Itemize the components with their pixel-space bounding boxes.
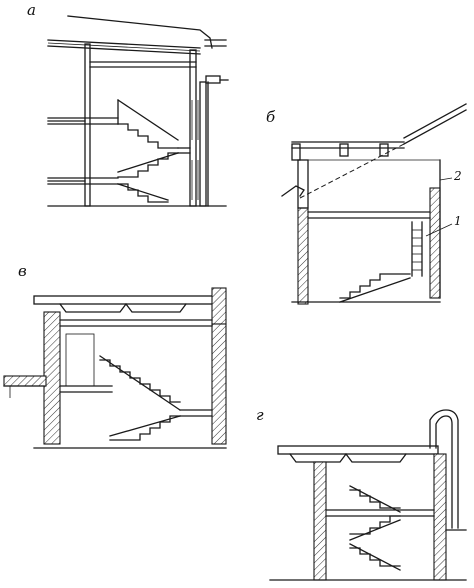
panel-a-section bbox=[47, 15, 229, 207]
panel-b-label: б bbox=[266, 108, 276, 126]
callout-1: 1 bbox=[454, 214, 462, 228]
panel-g-section bbox=[269, 409, 467, 581]
panel-a-label: а bbox=[27, 1, 36, 19]
panel-v-label: в bbox=[18, 262, 27, 280]
panel-v-section bbox=[3, 287, 227, 449]
panel-b-section bbox=[281, 103, 467, 305]
callout-2: 2 bbox=[454, 169, 462, 183]
panel-g-label: г bbox=[256, 406, 264, 424]
